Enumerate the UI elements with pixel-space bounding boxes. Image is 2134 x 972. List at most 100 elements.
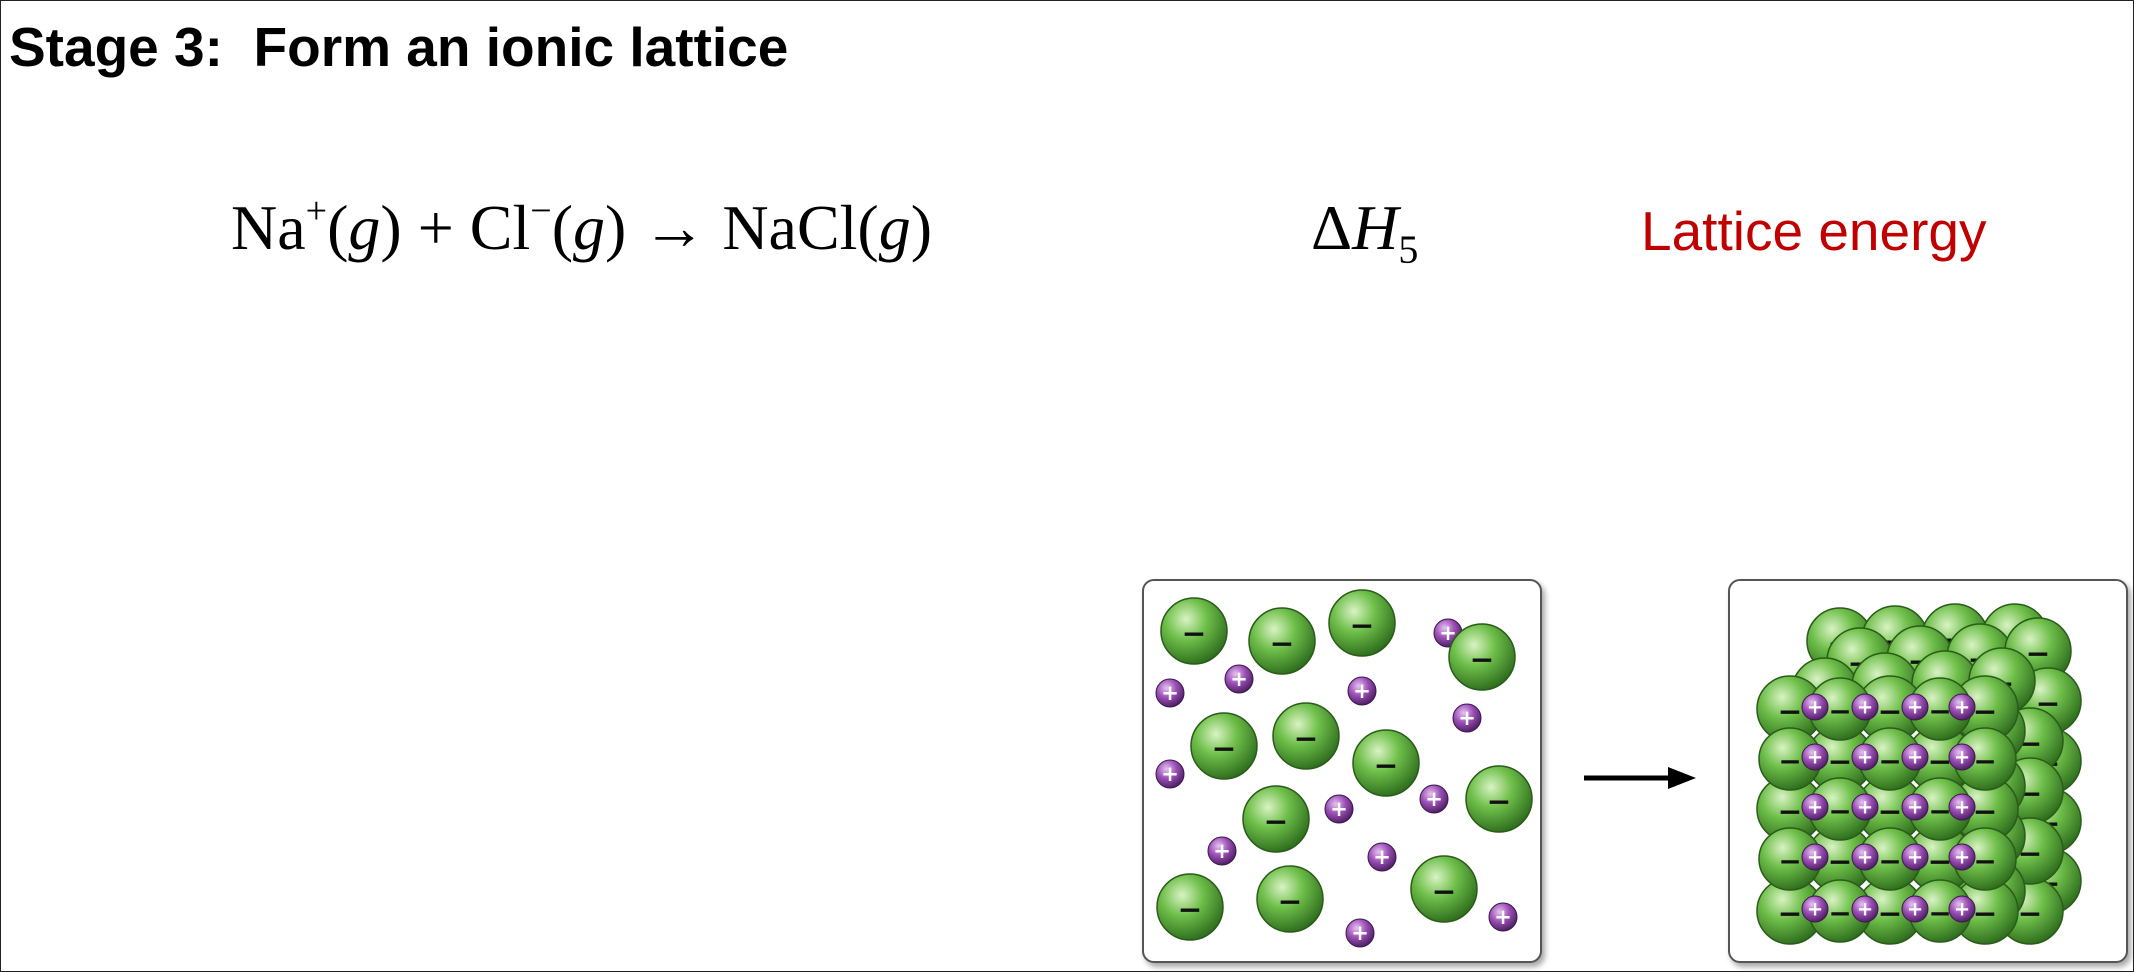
cation-sign: + (1494, 905, 1512, 929)
cation-sign: + (1807, 796, 1823, 819)
sodium-ion: + (1155, 759, 1185, 789)
anion-sign: − (1270, 626, 1295, 661)
cation-sign: + (1213, 839, 1231, 863)
anion-sign: − (1487, 784, 1512, 819)
cation-sign: + (1807, 898, 1823, 921)
delta-symbol: Δ (1311, 192, 1353, 263)
sodium-ion: + (1948, 895, 1976, 923)
anion-sign: − (1828, 744, 1853, 779)
cation-sign: + (1857, 696, 1873, 719)
sodium-ion: + (1345, 918, 1375, 948)
anion-sign: − (1470, 642, 1495, 677)
sodium-ion: + (1367, 842, 1397, 872)
chloride-ion: − (1410, 855, 1478, 923)
plus-sign: + (401, 192, 470, 263)
cation-sign: + (1907, 846, 1923, 869)
ionic-lattice-illustration: −−−−−−−−−−−−−−−−−−−−−−−−−−−−−−−−−−−−−−−−… (1756, 603, 2082, 945)
sodium-ion: + (1851, 793, 1879, 821)
paren-close-2: ) (605, 192, 627, 263)
chloride-ion: − (1808, 677, 1872, 741)
sodium-ion: + (1901, 693, 1929, 721)
chloride-ion: − (1156, 873, 1224, 941)
anion-sign: − (1878, 745, 1901, 778)
paren-close-1: ) (380, 192, 402, 263)
sodium-ion: + (1851, 843, 1879, 871)
sodium-ion: + (1801, 743, 1829, 771)
anion-sign: − (1374, 748, 1399, 783)
cation-sign: + (1857, 846, 1873, 869)
anion-sign: − (1828, 695, 1851, 728)
sodium-ion: + (1207, 836, 1237, 866)
chloride-ion: − (1256, 865, 1324, 933)
cation-sign: + (1807, 846, 1823, 869)
cation-sign: + (1161, 762, 1179, 786)
cation-sign: + (1807, 696, 1823, 719)
chloride-ion: − (1758, 827, 1822, 891)
anion-sign: − (1294, 721, 1319, 756)
cation-sign: + (1907, 898, 1923, 921)
cation-sign: + (1458, 706, 1476, 730)
sodium-ion: + (1488, 902, 1518, 932)
sodium-ion: + (1948, 743, 1976, 771)
sodium-ion: + (1901, 895, 1929, 923)
cation-sign: + (1857, 898, 1873, 921)
cation-sign: + (1439, 621, 1457, 645)
cation-sign: + (1857, 796, 1873, 819)
gas-state-3: g (878, 192, 911, 263)
sodium-ion: + (1347, 676, 1377, 706)
anion-sign: − (1778, 794, 1803, 829)
cation-sign: + (1857, 746, 1873, 769)
anion-sign: − (1432, 874, 1457, 909)
cation-sign: + (1954, 746, 1970, 769)
sodium-ion: + (1851, 693, 1879, 721)
cation-sign: + (1351, 921, 1369, 945)
sodium-ion: + (1948, 693, 1976, 721)
chloride-ion: − (1248, 607, 1316, 675)
chloride-ion: − (1448, 623, 1516, 691)
chloride-ion: − (1856, 675, 1924, 743)
chloride-ion: − (1465, 765, 1533, 833)
chlorine-symbol: Cl (469, 192, 531, 263)
cation-sign: + (1954, 796, 1970, 819)
chloride-ion: − (1856, 775, 1924, 843)
paren-open-2: ( (551, 192, 573, 263)
sodium-ion: + (1901, 743, 1929, 771)
sodium-ion: + (1224, 664, 1254, 694)
anion-sign: − (1928, 795, 1951, 828)
chloride-ion: − (1756, 675, 1824, 743)
cation-sign: + (1907, 746, 1923, 769)
chloride-ion: − (1856, 877, 1924, 945)
chloride-ion: − (1758, 727, 1822, 791)
chloride-ion: − (1352, 729, 1420, 797)
reaction-equation: Na+(g) + Cl−(g) → NaCl(g) (231, 191, 932, 265)
chloride-ion: − (1951, 775, 2019, 843)
anion-sign: − (1878, 896, 1903, 931)
slide-title: Stage 3: Form an ionic lattice (9, 16, 789, 78)
gas-state-2: g (573, 192, 605, 263)
cation-sign: + (1353, 679, 1371, 703)
enthalpy-symbol: H (1352, 192, 1399, 263)
sodium-ion: + (1419, 784, 1449, 814)
chloride-ion: − (1160, 597, 1228, 665)
sodium-ion: + (1324, 794, 1354, 824)
anion-sign: − (1928, 844, 1953, 879)
anion-sign: − (1828, 844, 1853, 879)
sodium-ion: + (1433, 618, 1463, 648)
anion-sign: − (1928, 744, 1953, 779)
enthalpy-subscript: 5 (1398, 227, 1419, 272)
chloride-ion: − (1953, 727, 2017, 791)
lattice-energy-label: Lattice energy (1641, 200, 1987, 262)
sodium-ion: + (1452, 703, 1482, 733)
cation-sign: + (1330, 797, 1348, 821)
anion-sign: − (1878, 845, 1901, 878)
anion-sign: − (1973, 745, 1996, 778)
anion-sign: − (1778, 896, 1803, 931)
ionic-lattice-panel: −−−−−−−−−−−−−−−−−−−−−−−−−−−−−−−−−−−−−−−−… (1728, 579, 2128, 963)
sodium-ion: + (1901, 843, 1929, 871)
anion-sign: − (1778, 745, 1801, 778)
cation-sign: + (1907, 796, 1923, 819)
sodium-ion: + (1948, 793, 1976, 821)
anion-sign: − (1350, 608, 1375, 643)
chloride-ion: − (1328, 589, 1396, 657)
